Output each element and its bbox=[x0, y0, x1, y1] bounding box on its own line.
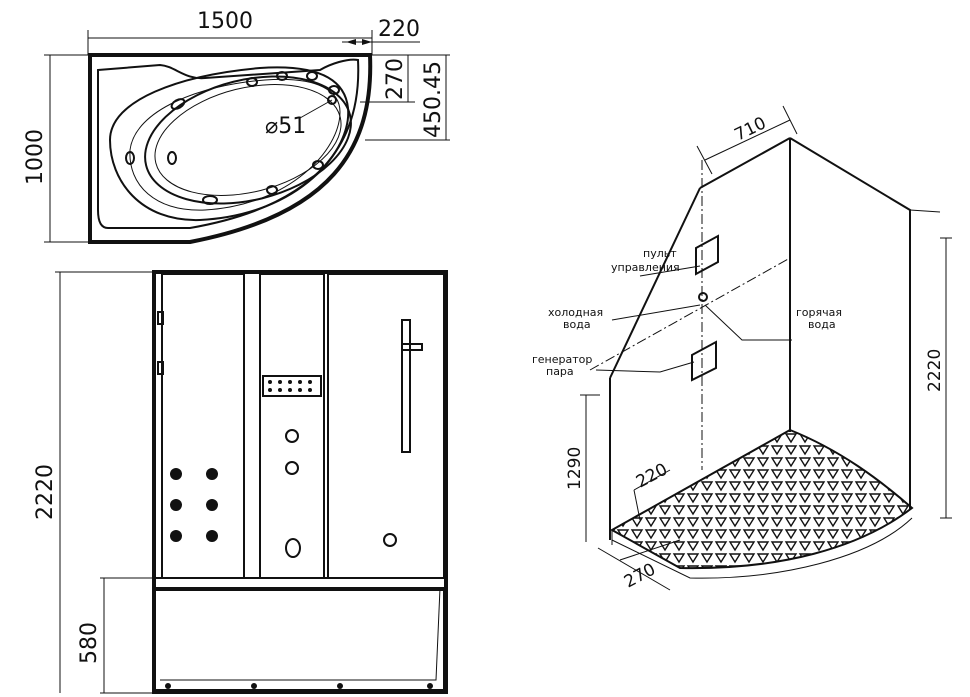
hot-water-label-1: горячая bbox=[796, 306, 842, 319]
iso-steam-generator bbox=[691, 340, 717, 382]
cold-water-label-1: холодная bbox=[548, 306, 603, 319]
shower-head bbox=[262, 375, 322, 397]
hot-water-label-2: вода bbox=[808, 318, 836, 331]
center-panel bbox=[259, 273, 325, 579]
shower-bar bbox=[401, 319, 411, 453]
front-base-label: 580 bbox=[77, 622, 102, 664]
iso-floor-label-a: 220 bbox=[633, 460, 671, 493]
tub-jets bbox=[125, 71, 340, 205]
diameter-label: ⌀51 bbox=[265, 114, 306, 139]
front-height-label: 2220 bbox=[33, 464, 58, 520]
iso-control-panel bbox=[695, 234, 719, 276]
steam-gen-label-2: пара bbox=[546, 365, 574, 378]
top-view: 1500 220 1000 270 450.45 bbox=[23, 9, 450, 244]
cold-water-label-2: вода bbox=[563, 318, 591, 331]
top-height-label: 1000 bbox=[23, 129, 48, 185]
cabin-frame bbox=[152, 270, 448, 694]
body-jets bbox=[170, 468, 218, 542]
top-width-label: 1500 bbox=[197, 9, 253, 34]
tub-outline bbox=[88, 53, 373, 244]
iso-height-label: 2220 bbox=[925, 349, 945, 392]
control-panel-label-1: пульт bbox=[643, 247, 677, 260]
top-inner-label: 270 bbox=[383, 58, 408, 100]
top-offset-label: 220 bbox=[378, 17, 420, 42]
steam-gen-label-1: генератор bbox=[532, 353, 592, 366]
control-panel-label-2: управления bbox=[611, 261, 680, 274]
iso-pipe-height-label: 1290 bbox=[565, 447, 585, 490]
drain bbox=[327, 95, 337, 105]
front-view: 2220 580 bbox=[33, 270, 448, 694]
right-panel bbox=[327, 273, 445, 579]
iso-view: 710 2220 пульт управления холодная вода … bbox=[532, 105, 952, 592]
iso-top-label: 710 bbox=[731, 113, 769, 145]
top-depth-label: 450.45 bbox=[421, 61, 446, 138]
iso-floor-tray bbox=[609, 428, 914, 570]
tub-basin bbox=[144, 75, 352, 205]
